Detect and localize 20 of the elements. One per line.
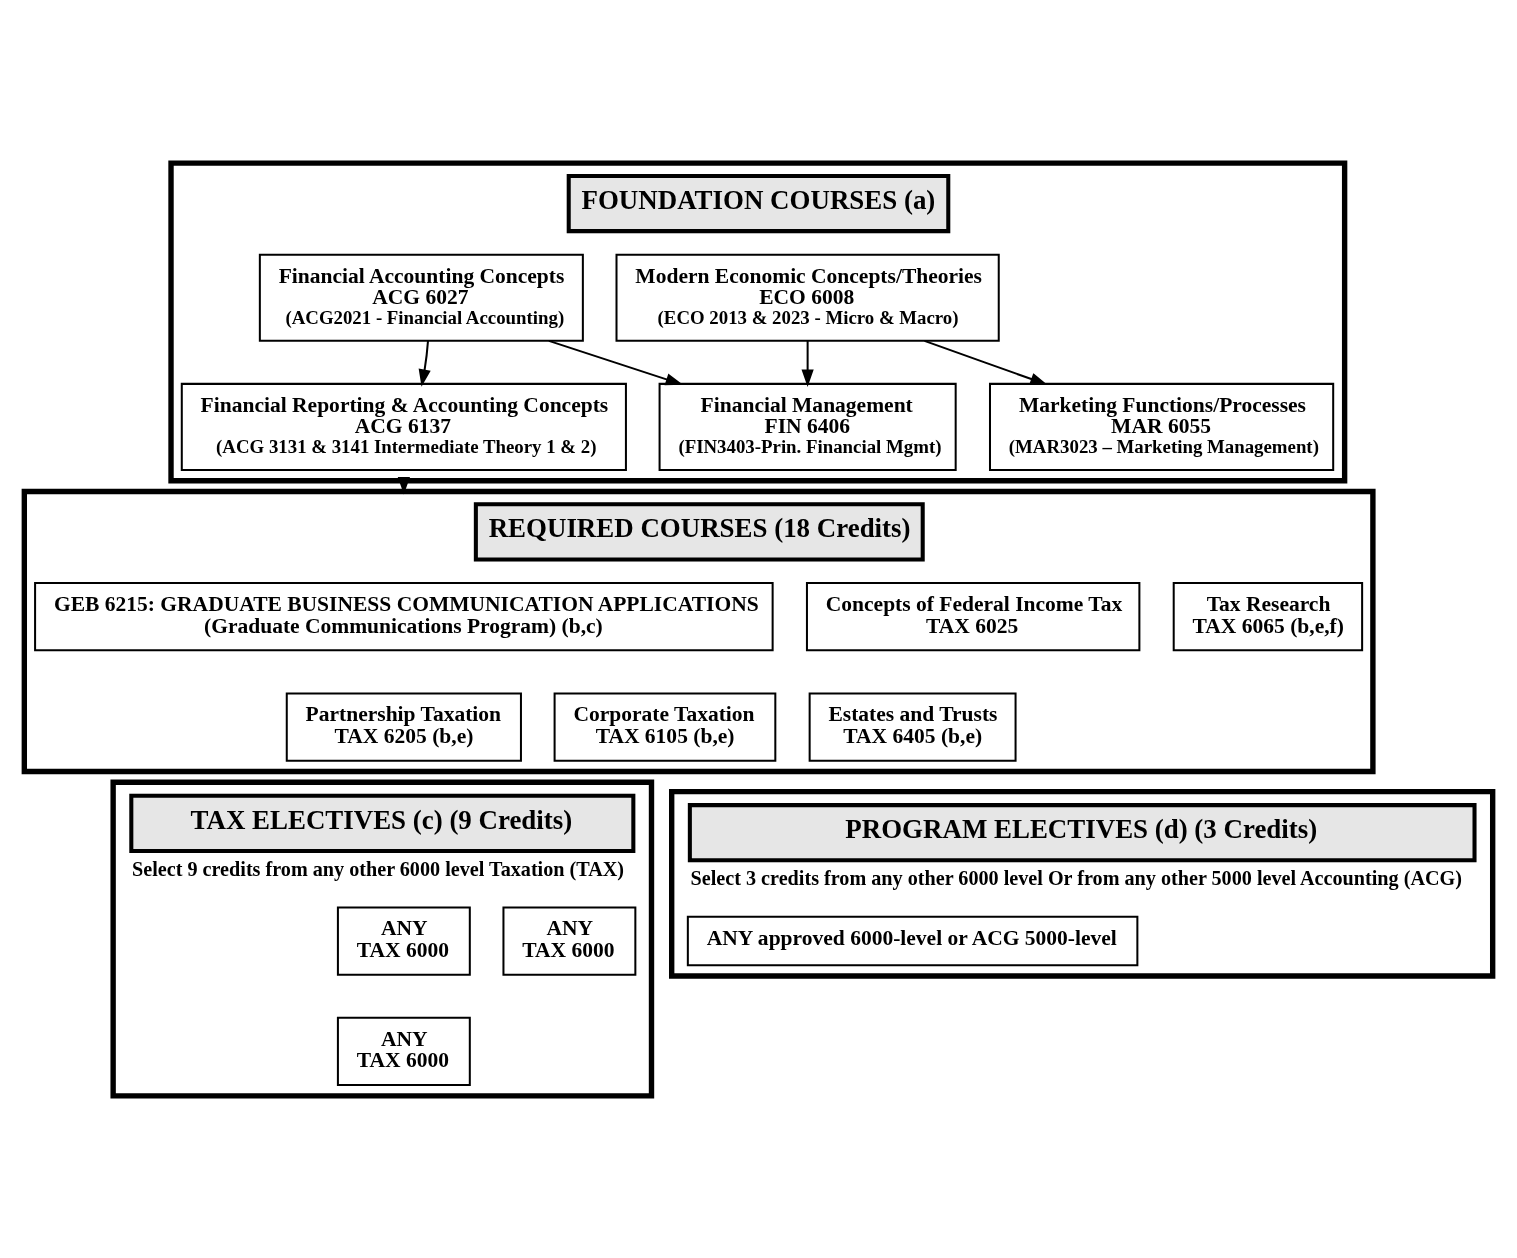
arrow: [397, 476, 410, 495]
node-box: Partnership Taxation TAX 6205 (b,e): [285, 691, 522, 762]
node-box: ANY approved 6000-level or ACG 5000-level: [686, 915, 1139, 966]
node-box: ANY TAX 6000: [336, 905, 471, 976]
node-box: Concepts of Federal Income Tax TAX 6025: [805, 581, 1141, 651]
node-box: Financial Reporting & Accounting Concepts ACG 6137 (ACG 3131 & 3141 Intermediate Theory 1 & 2): [180, 382, 627, 471]
arrow: [418, 340, 431, 387]
arrow: [801, 340, 814, 387]
node-box: Corporate Taxation TAX 6105 (b,e): [553, 691, 777, 762]
node-box: ANY TAX 6000: [336, 1016, 471, 1086]
node-box: ANY TAX 6000: [502, 905, 637, 976]
node-box: GEB 6215: GRADUATE BUSINESS COMMUNICATION APPLICATIONS (Graduate Communications Program) (b,c): [34, 581, 774, 651]
node-box: Marketing Functions/Processes MAR 6055 (MAR3023 – Marketing Management): [989, 382, 1335, 471]
node-box: Tax Research TAX 6065 (b,e,f): [1172, 581, 1364, 651]
arrow: [924, 339, 1048, 385]
arrow: [548, 339, 684, 385]
node-box: Financial Management FIN 6406 (FIN3403-Prin. Financial Mgmt): [658, 382, 957, 471]
node-box: Estates and Trusts TAX 6405 (b,e): [808, 691, 1017, 762]
node-box: Financial Accounting Concepts ACG 6027 (ACG2021 - Financial Accounting): [258, 253, 584, 342]
node-box: Modern Economic Concepts/Theories ECO 6008 (ECO 2013 & 2023 - Micro & Macro): [615, 253, 1000, 342]
